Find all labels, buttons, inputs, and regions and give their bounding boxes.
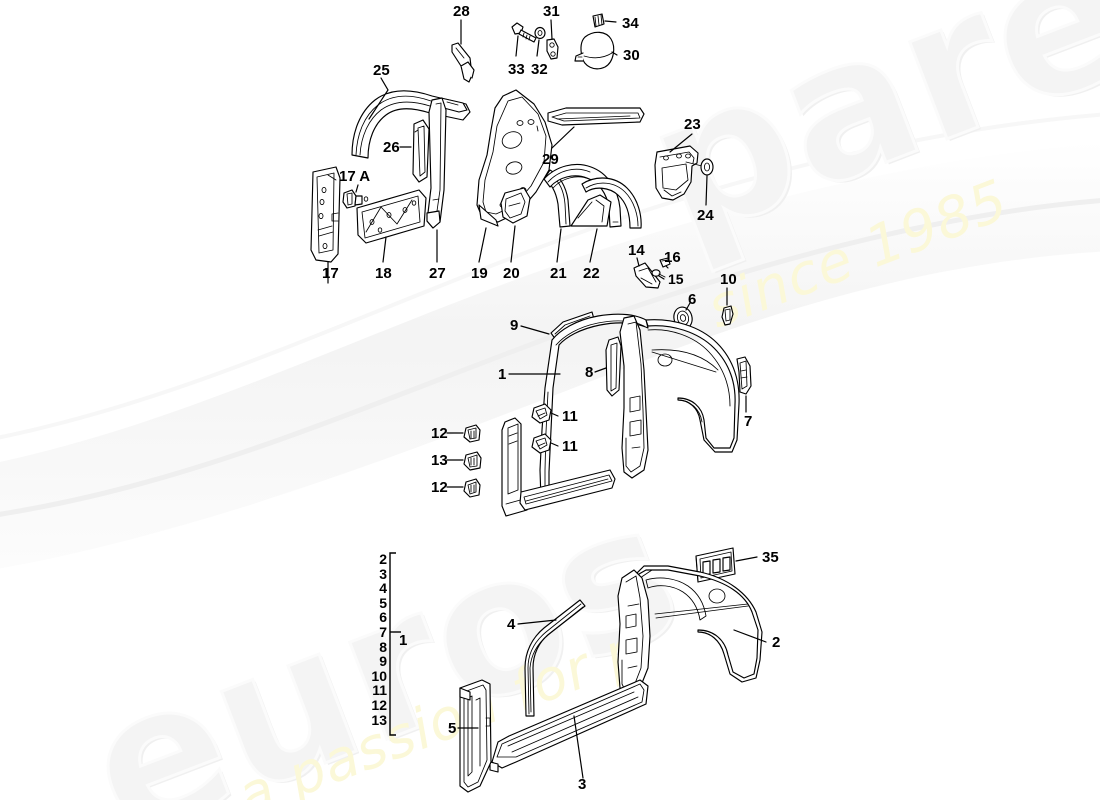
callout-11-lower: 11 [562, 438, 578, 455]
parts-list-item: 2 [379, 551, 387, 567]
part-20-closing-panel [500, 187, 531, 224]
parts-list-item: 7 [379, 623, 387, 640]
callout-19: 19 [471, 265, 488, 282]
part-8-pillar-strip [605, 336, 622, 397]
part-26-reinforcement [412, 119, 430, 183]
parts-list-item: 3 [379, 565, 387, 582]
part-13-clip [463, 451, 482, 471]
part-23-bracket [654, 145, 707, 201]
part-3-sill-panel [489, 679, 649, 773]
parts-list-item: 13 [371, 711, 387, 728]
callout-23: 23 [684, 116, 701, 133]
part-5-closing-plate [459, 679, 492, 793]
part-22-wheelarch-outer [570, 177, 642, 229]
callout-16: 16 [664, 249, 681, 266]
callout-2: 2 [772, 634, 781, 651]
callout-20: 20 [503, 265, 520, 282]
callout-17: 17 [322, 265, 339, 282]
callout-30: 30 [623, 47, 640, 64]
callout-18: 18 [375, 265, 392, 282]
callout-7: 7 [744, 413, 753, 430]
part-11-clip-lower [531, 433, 552, 454]
part-34-nut [592, 13, 605, 28]
part-4-weatherstrip [524, 599, 586, 717]
part-33-bolt [511, 22, 537, 43]
callout-3: 3 [578, 776, 587, 793]
part-12-clip-upper [463, 424, 481, 443]
callout-6: 6 [688, 291, 697, 308]
callout-28: 28 [453, 3, 470, 20]
callout-15: 15 [668, 271, 684, 287]
callout-12-lower: 12 [431, 479, 448, 496]
parts-list-item: 11 [372, 682, 387, 699]
part-1-b-pillar [619, 315, 649, 479]
callout-34: 34 [622, 15, 639, 32]
part-25-pillar [351, 90, 471, 159]
callout-10: 10 [720, 271, 737, 288]
callout-32: 32 [531, 61, 548, 78]
callout-12-upper: 12 [431, 425, 448, 442]
parts-list-item: 9 [379, 653, 387, 670]
part-11-clip-upper [531, 403, 552, 424]
callout-33: 33 [508, 61, 525, 78]
callout-26: 26 [383, 139, 400, 156]
part-30-filler [574, 31, 615, 70]
part-12-clip-lower [463, 478, 481, 498]
callout-17a: 17 A [339, 168, 371, 185]
callout-31: 31 [543, 3, 560, 20]
parts-list-item: 8 [379, 638, 387, 655]
part-32-washer [534, 26, 546, 40]
callout-29: 29 [542, 151, 559, 168]
callout-1: 1 [498, 366, 507, 383]
part-24-grommet [700, 158, 714, 176]
parts-list-group: 2 3 4 5 6 7 8 9 10 11 12 13 [343, 552, 389, 727]
part-quarter-panel-upper [645, 319, 740, 453]
callout-9: 9 [510, 317, 519, 334]
callout-11-upper: 11 [562, 408, 578, 425]
part-27-inner-pillar [426, 97, 447, 229]
callout-4: 4 [507, 616, 516, 633]
part-17-hinge-pillar [310, 166, 341, 263]
part-29-rail [547, 107, 645, 126]
part-10-clip [721, 305, 734, 326]
callout-27: 27 [429, 265, 446, 282]
part-28-bracket [451, 42, 475, 83]
parts-list-item: 5 [379, 594, 387, 611]
callout-14: 14 [628, 242, 645, 259]
parts-list-item: 6 [379, 609, 387, 626]
part-31-link [546, 38, 559, 60]
parts-list-target-label: 1 [399, 632, 408, 649]
callout-8: 8 [585, 364, 594, 381]
callout-25: 25 [373, 62, 390, 79]
callout-5: 5 [448, 720, 457, 737]
parts-list-item: 10 [371, 667, 387, 684]
part-17a-clip [342, 189, 363, 209]
callout-24: 24 [697, 207, 714, 224]
part-18-sill-reinforcement [356, 189, 427, 244]
callout-21: 21 [550, 265, 567, 282]
parts-list-item: 4 [379, 580, 387, 597]
parts-list-item: 12 [371, 696, 387, 713]
callout-22: 22 [583, 265, 600, 282]
callout-35: 35 [762, 549, 779, 566]
callout-13: 13 [431, 452, 448, 469]
